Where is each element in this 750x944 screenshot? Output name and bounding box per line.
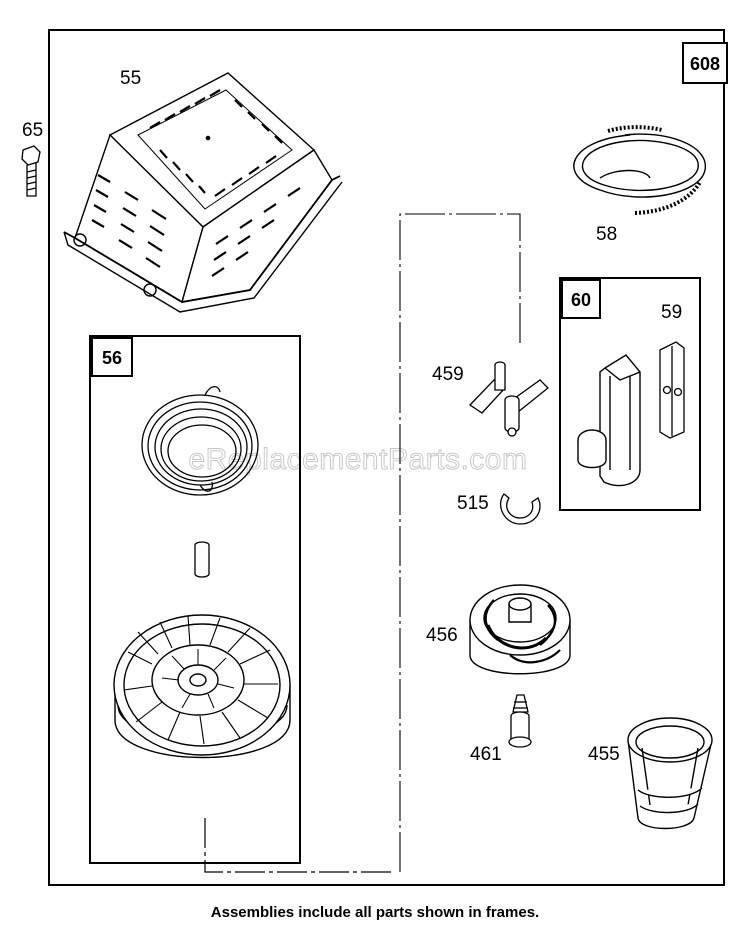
assembly-number-box: 608	[682, 42, 728, 84]
assembly-number: 608	[690, 54, 720, 74]
pin-part	[194, 541, 210, 578]
label-clip: 59	[661, 302, 682, 323]
ring-part	[499, 493, 541, 525]
handle-part	[577, 354, 641, 487]
handle-assembly-frame: 60	[559, 277, 701, 511]
label-cup: 455	[588, 744, 620, 765]
frame-label-pulley-assembly: 56	[102, 348, 122, 368]
cover-part	[63, 72, 343, 313]
pulley-assembly-frame: 56	[89, 335, 301, 864]
caption: Assemblies include all parts shown in fr…	[210, 904, 540, 921]
cup-part	[627, 717, 713, 830]
label-rope: 58	[596, 224, 617, 245]
pawl-part	[468, 361, 549, 437]
label-screw: 461	[470, 744, 502, 765]
frame-label-handle-assembly: 60	[571, 290, 591, 310]
leader-line	[204, 818, 392, 873]
label-cover: 55	[120, 68, 141, 89]
spring-part	[141, 386, 259, 496]
ratchet-part	[469, 584, 571, 675]
bolt-part	[21, 145, 41, 197]
label-pawl: 459	[432, 364, 464, 385]
connector-line	[399, 213, 521, 872]
pulley-part	[113, 614, 291, 759]
outer-frame	[48, 29, 725, 886]
label-ring: 515	[457, 493, 489, 514]
clip-part	[659, 341, 685, 439]
screw-part	[508, 694, 532, 748]
label-ratchet: 456	[426, 625, 458, 646]
label-bolt: 65	[22, 120, 43, 141]
rope-part	[573, 125, 706, 215]
